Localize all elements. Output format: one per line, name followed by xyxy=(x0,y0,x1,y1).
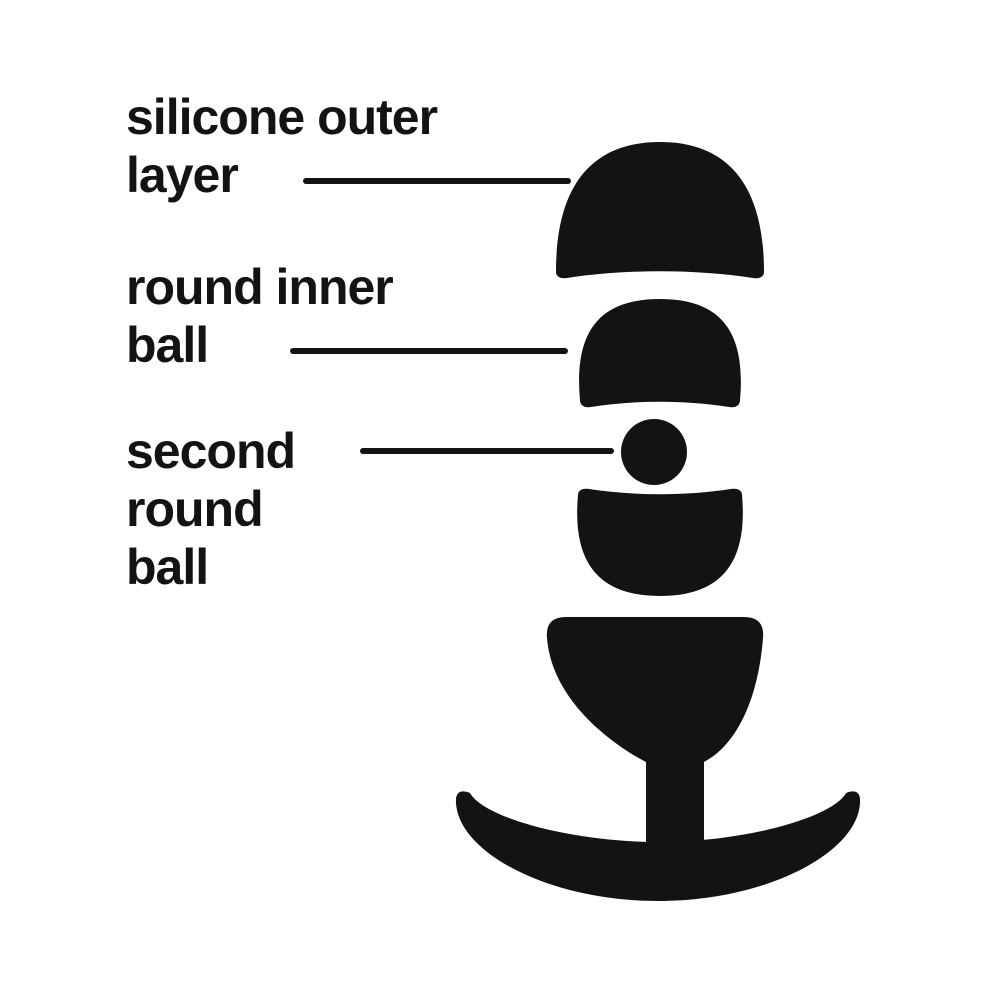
leader-line-second-ball xyxy=(360,448,614,454)
label-text-line: round xyxy=(126,481,264,537)
label-silicone-outer-layer: silicone outer layer xyxy=(126,88,438,204)
round-inner-ball-shape xyxy=(579,299,741,408)
label-text-line: second xyxy=(126,423,296,479)
base-bowl-and-stem-shape xyxy=(546,617,764,872)
label-second-round-ball: second round ball xyxy=(126,422,296,596)
lower-round-ball-shape xyxy=(577,488,743,596)
label-text-line: ball xyxy=(126,317,209,373)
silicone-outer-layer-dome-shape xyxy=(556,142,764,279)
label-text-line: ball xyxy=(126,539,209,595)
flared-anchor-base-shape xyxy=(455,791,861,901)
label-text-line: round inner xyxy=(126,259,394,315)
leader-line-outer-layer xyxy=(303,178,571,184)
label-text-line: silicone outer xyxy=(126,89,438,145)
second-round-ball-shape xyxy=(621,419,687,485)
label-text-line: layer xyxy=(126,147,239,203)
leader-line-inner-ball xyxy=(290,348,568,354)
label-round-inner-ball: round inner ball xyxy=(126,258,394,374)
